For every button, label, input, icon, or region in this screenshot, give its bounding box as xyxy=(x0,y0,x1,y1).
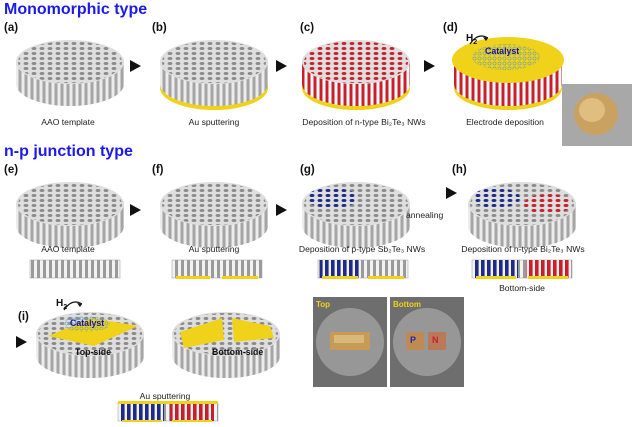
panel-label-c: (c) xyxy=(300,22,315,34)
arrow-c-d xyxy=(424,60,435,72)
arrow-h-i xyxy=(16,336,27,348)
caption-e: AAO template xyxy=(41,244,95,254)
caption-a: AAO template xyxy=(41,117,95,127)
disk-d xyxy=(452,35,564,110)
panel-label-d: (d) xyxy=(443,22,458,34)
disk-c xyxy=(302,40,410,110)
caption-f: Au sputtering xyxy=(188,244,240,254)
arrow-a-b xyxy=(130,60,141,72)
h2-arrow-d xyxy=(469,35,489,45)
panel-label-e: (e) xyxy=(4,164,19,176)
photo-bottom xyxy=(390,297,464,387)
photo-p-label: P xyxy=(410,335,417,345)
disk-h-blue-region xyxy=(472,188,520,208)
disk-a xyxy=(16,40,124,106)
gas-label-i: H2 xyxy=(56,298,68,311)
disk-h xyxy=(468,182,576,248)
disk-g xyxy=(302,182,410,248)
disk-b xyxy=(160,40,268,110)
catalyst-label-d: Catalyst xyxy=(485,46,520,56)
panel-label-a: (a) xyxy=(4,22,19,34)
disk-i-catalyst-layer xyxy=(62,316,110,332)
disk-i-bottom xyxy=(172,312,280,378)
arrow-e-f xyxy=(130,204,141,216)
annealing-label: annealing xyxy=(406,210,444,220)
panel-label-i: (i) xyxy=(18,311,29,323)
caption-g: Deposition of p-type Sb₂Te₃ NWs xyxy=(298,244,426,254)
panel-label-f: (f) xyxy=(152,164,164,176)
strip-g xyxy=(317,259,409,279)
caption-b: Au sputtering xyxy=(188,117,240,127)
disk-i-bottom-electrode-right xyxy=(232,318,274,342)
disk-e xyxy=(16,182,124,248)
heading-np-junction: n-p junction type xyxy=(4,143,133,160)
disk-i-top-electrode xyxy=(48,318,138,346)
photo-electrode xyxy=(562,84,632,146)
strip-h xyxy=(471,259,573,279)
strip-e xyxy=(29,259,121,279)
gas-label-d: H2 xyxy=(466,33,478,46)
arrow-g-h xyxy=(446,187,457,199)
photo-n-label: N xyxy=(432,335,439,345)
strip-f xyxy=(171,259,263,279)
caption-c: Deposition of n-type Bi₂Te₃ NWs xyxy=(302,117,426,127)
disk-h-red-region xyxy=(524,194,572,214)
disk-g-blue-region xyxy=(306,188,358,208)
photo-top xyxy=(313,297,387,387)
panel-label-h: (h) xyxy=(452,164,467,176)
photo-bottom-label: Bottom xyxy=(393,300,421,309)
top-side-label: Top-side xyxy=(75,347,111,357)
h2-arrow-i xyxy=(63,301,83,311)
caption-h: Deposition of n-type Bi₂Te₃ NWs xyxy=(461,244,585,254)
disk-d-catalyst-layer xyxy=(472,44,540,70)
photo-top-label: Top xyxy=(316,300,331,309)
disk-i-bottom-electrode-left xyxy=(180,318,224,348)
strip-i xyxy=(117,401,219,422)
heading-monomorphic: Monomorphic type xyxy=(4,1,148,18)
catalyst-label-i: Catalyst xyxy=(70,318,105,328)
caption-i: Au sputtering xyxy=(139,391,191,401)
caption-d: Electrode deposition xyxy=(466,117,544,127)
panel-label-b: (b) xyxy=(152,22,167,34)
arrow-b-c xyxy=(276,60,287,72)
disk-i-top xyxy=(36,301,144,378)
arrow-f-g xyxy=(276,204,287,216)
caption-h-bottom-side: Bottom-side xyxy=(499,283,545,293)
disk-f xyxy=(160,182,268,248)
panel-label-g: (g) xyxy=(300,164,315,176)
bottom-side-label: Bottom-side xyxy=(212,347,264,357)
